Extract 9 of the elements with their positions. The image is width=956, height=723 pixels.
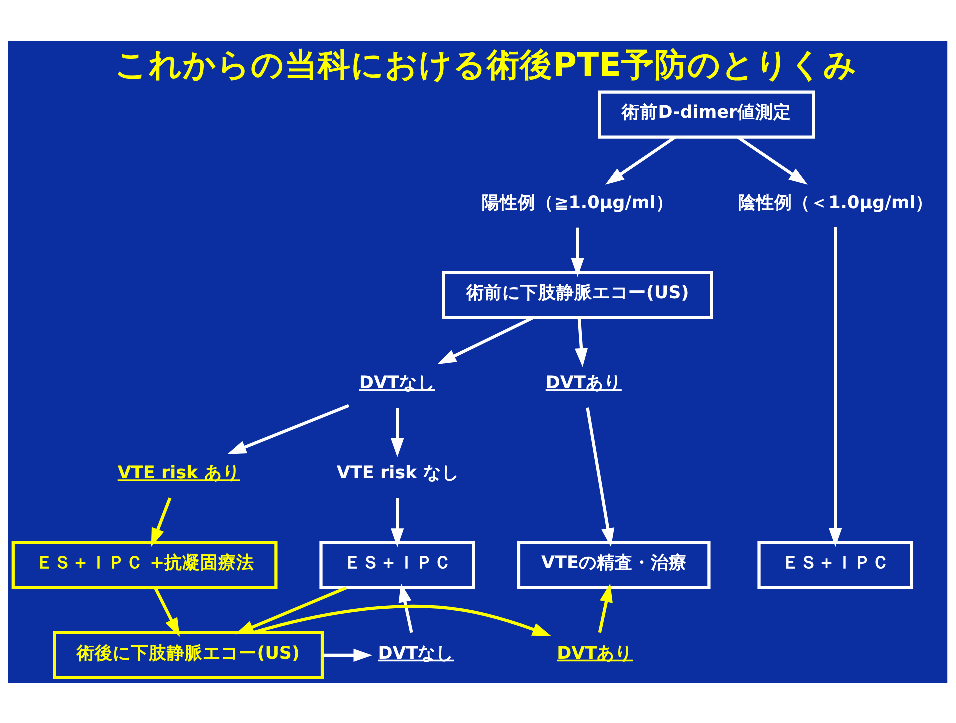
node-text: VTE risk なし bbox=[336, 463, 460, 484]
node-text: DVTあり bbox=[546, 373, 622, 394]
node-text: DVTなし bbox=[378, 643, 454, 664]
node-text: VTE risk あり bbox=[118, 463, 240, 484]
node-text: DVTなし bbox=[359, 373, 436, 394]
diagram-title: これからの当科における術後PTE予防のとりくみ bbox=[115, 45, 858, 84]
node-text: 陽性例（≧1.0μg/ml） bbox=[482, 192, 674, 213]
node-text: DVTあり bbox=[557, 643, 634, 664]
node-text: 陰性例（＜1.0μg/ml） bbox=[738, 192, 934, 213]
